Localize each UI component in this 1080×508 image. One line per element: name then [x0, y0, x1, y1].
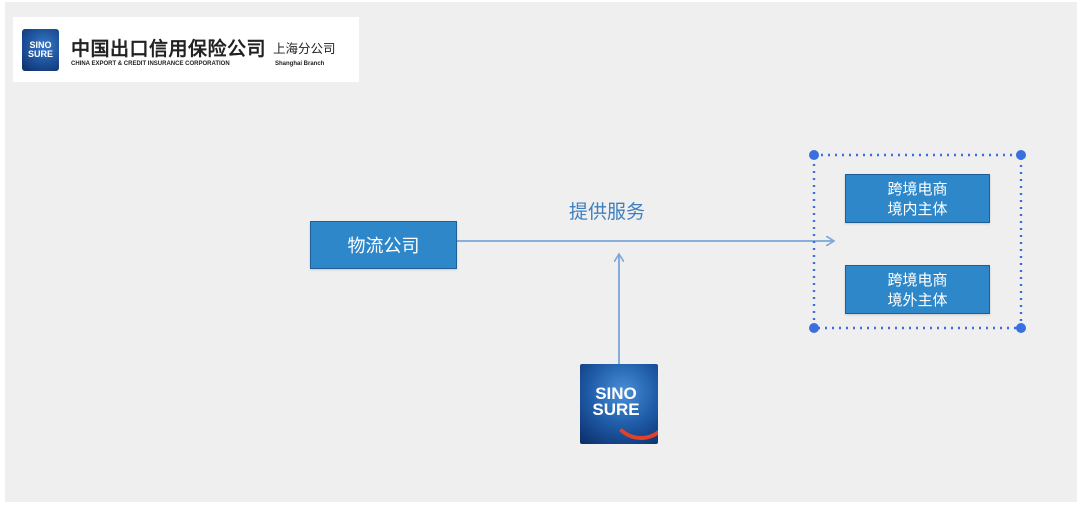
branch-name-cn: 上海分公司 — [273, 41, 336, 56]
logo-mark-line2: SURE — [27, 49, 53, 59]
logistics-company-box[interactable]: 物流公司 — [310, 221, 457, 269]
sinosure-logo-icon: SINO SURE — [22, 29, 59, 71]
sinosure-logo-line1: SINO — [595, 384, 637, 403]
entity-group-frame[interactable] — [812, 153, 1023, 330]
branch-name-en: Shanghai Branch — [275, 61, 325, 67]
selection-handle-top-right[interactable] — [1016, 150, 1026, 160]
sinosure-globe-icon[interactable]: SINO SURE — [580, 364, 658, 444]
foreign-entity-line1: 跨境电商 — [887, 270, 948, 289]
selection-handle-bottom-left[interactable] — [809, 323, 819, 333]
domestic-entity-line1: 跨境电商 — [887, 179, 948, 198]
logo-ring — [610, 378, 658, 440]
company-logo-bar: SINO SURE 中国出口信用保险公司 CHINA EXPORT & CRED… — [13, 17, 359, 82]
company-name-cn: 中国出口信用保险公司 — [71, 38, 267, 60]
logo-mark-line1: SINO — [29, 40, 52, 50]
company-name-en: CHINA EXPORT & CREDIT INSURANCE CORPORAT… — [71, 61, 230, 67]
selection-handle-top-left[interactable] — [809, 150, 819, 160]
slide-canvas: SINO SURE 中国出口信用保险公司 CHINA EXPORT & CRED… — [5, 2, 1077, 502]
service-label: 提供服务 — [569, 201, 646, 223]
foreign-entity-box[interactable]: 跨境电商 境外主体 — [845, 265, 990, 314]
selection-handle-bottom-right[interactable] — [1016, 323, 1026, 333]
domestic-entity-line2: 境内主体 — [887, 199, 948, 218]
domestic-entity-box[interactable]: 跨境电商 境内主体 — [845, 174, 990, 223]
sinosure-logo-text: SINO SURE — [584, 384, 648, 419]
logistics-company-label: 物流公司 — [347, 236, 420, 257]
foreign-entity-line2: 境外主体 — [887, 290, 948, 309]
sinosure-logo-line2: SURE — [592, 400, 640, 419]
